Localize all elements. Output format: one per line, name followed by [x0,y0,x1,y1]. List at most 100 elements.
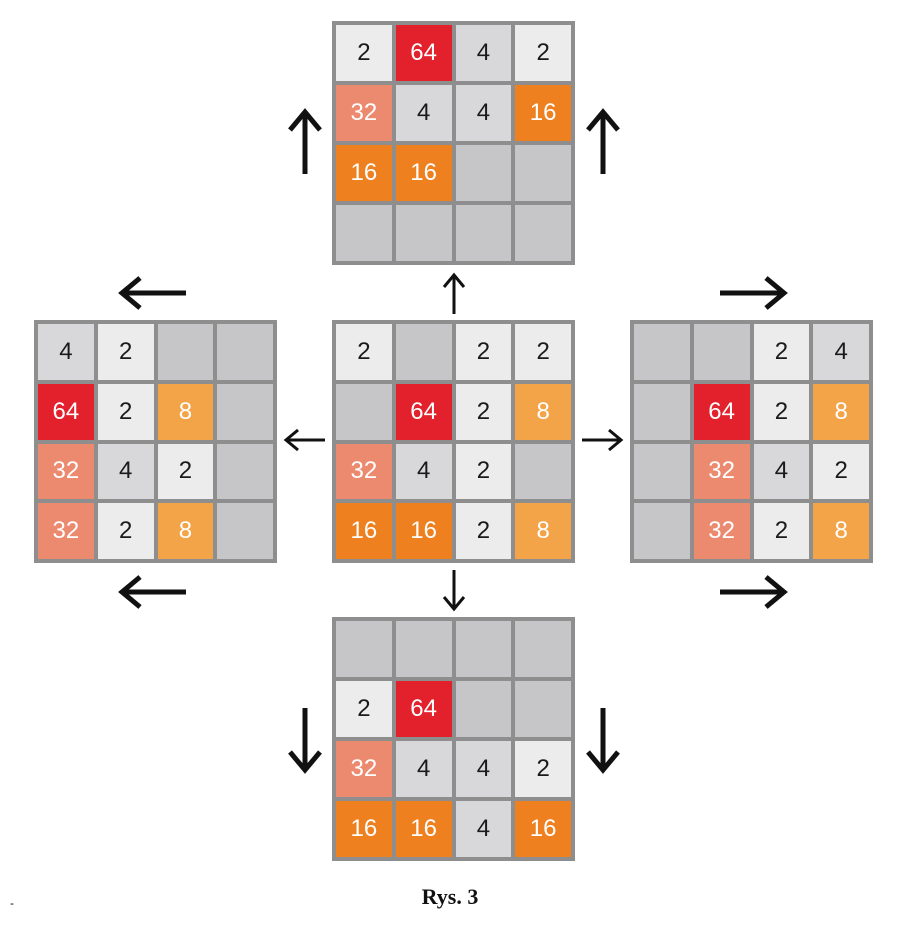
arrow-right-big-icon [720,276,788,310]
tile: 8 [157,503,214,559]
tile: 8 [515,503,571,559]
tile: 8 [157,383,214,440]
tile: 16 [336,145,392,201]
figure-caption: Rys. 3 [421,884,479,909]
tile: 2 [336,324,392,380]
tile: 4 [455,85,512,141]
empty-cell [634,383,690,440]
empty-cell [693,324,750,380]
tile: 16 [515,801,571,857]
tile: 2 [515,324,571,380]
tile: 8 [813,503,869,559]
arrow-up-big-icon [586,108,620,174]
empty-cell [515,681,571,737]
empty-cell [515,145,571,201]
empty-cell [157,324,214,380]
tile: 4 [753,443,810,500]
empty-cell [217,443,273,500]
tile: 32 [38,443,94,500]
empty-cell [217,503,273,559]
tile: 2 [455,443,512,500]
tile: 2 [753,383,810,440]
arrow-left-big-icon [118,276,186,310]
tile: 16 [336,503,392,559]
tile: 4 [813,324,869,380]
tile: 2 [753,503,810,559]
arrow-down-big-icon [288,708,322,774]
tile: 64 [395,383,452,440]
empty-cell [455,205,512,261]
tile: 32 [336,85,392,141]
empty-cell [217,383,273,440]
empty-cell [455,621,512,677]
tile: 16 [395,801,452,857]
empty-cell [217,324,273,380]
empty-cell [634,324,690,380]
empty-cell [455,681,512,737]
empty-cell [336,205,392,261]
tile: 64 [38,383,94,440]
tile: 2 [813,443,869,500]
tile: 4 [395,741,452,797]
tile: 2 [515,741,571,797]
arrow-right-small-icon [582,428,624,452]
tile: 2 [97,503,154,559]
tile: 2 [97,383,154,440]
tile: 16 [395,145,452,201]
tile: 4 [38,324,94,380]
tile: 32 [336,443,392,500]
tile: 16 [395,503,452,559]
tile: 2 [753,324,810,380]
empty-cell [395,205,452,261]
arrow-down-small-icon [442,570,466,612]
arrow-left-big-icon [118,575,186,609]
tile: 8 [813,383,869,440]
tile: 2 [336,25,392,81]
arrow-left-small-icon [283,428,325,452]
tile: 4 [455,741,512,797]
tile: 2 [97,324,154,380]
empty-cell [515,621,571,677]
tile: 32 [38,503,94,559]
empty-cell [634,443,690,500]
tile: 32 [336,741,392,797]
tile: 32 [693,443,750,500]
empty-cell [634,503,690,559]
tile: 2 [336,681,392,737]
empty-cell [395,621,452,677]
empty-cell [336,621,392,677]
empty-cell [515,443,571,500]
tile: 2 [455,324,512,380]
tile: 16 [336,801,392,857]
arrow-right-big-icon [720,575,788,609]
tile: 8 [515,383,571,440]
tile: 4 [455,801,512,857]
tile: 4 [455,25,512,81]
tile: 32 [693,503,750,559]
tile: 16 [515,85,571,141]
stray-dash: - [10,896,14,910]
tile: 4 [395,85,452,141]
tile: 2 [157,443,214,500]
arrow-down-big-icon [586,708,620,774]
empty-cell [455,145,512,201]
empty-cell [395,324,452,380]
tile: 4 [97,443,154,500]
tile: 64 [395,25,452,81]
tile: 2 [455,383,512,440]
arrow-up-small-icon [442,272,466,314]
empty-cell [336,383,392,440]
tile: 2 [455,503,512,559]
tile: 2 [515,25,571,81]
tile: 4 [395,443,452,500]
arrow-up-big-icon [288,108,322,174]
tile: 64 [693,383,750,440]
empty-cell [515,205,571,261]
tile: 64 [395,681,452,737]
